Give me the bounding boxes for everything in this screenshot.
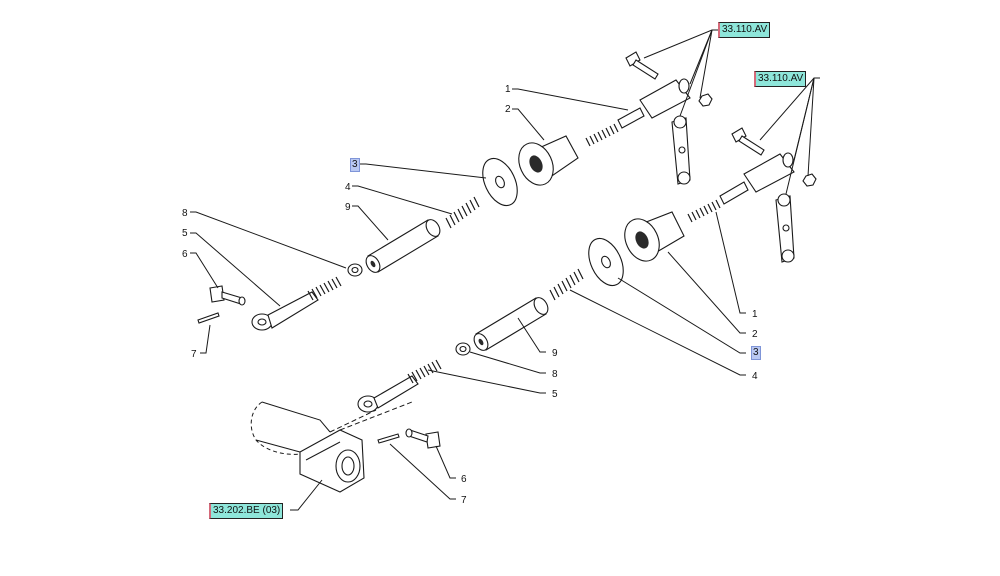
callout-upper-1: 1: [505, 84, 511, 95]
lower-spring: [549, 268, 584, 301]
reference-link-right[interactable]: 33.110.AV: [754, 71, 807, 87]
lower-assembly: [250, 127, 817, 493]
lower-eye-bolt: [357, 359, 442, 413]
callout-labels: 1 2 4 9 8 5 6 7 1 2 4 9 8 5 6 7: [182, 84, 758, 506]
upper-bushing: [518, 135, 579, 186]
upper-sleeve: [365, 219, 441, 273]
callout-upper-5: 5: [182, 228, 188, 239]
reference-link-top[interactable]: 33.110.AV: [718, 22, 771, 38]
upper-clevis-bolt: [625, 51, 713, 107]
upper-washer: [482, 157, 518, 207]
callout-lower-6: 6: [461, 474, 467, 485]
callout-lower-1: 1: [752, 309, 758, 320]
lower-threaded-rod: [687, 152, 795, 223]
callout-upper-8: 8: [182, 208, 188, 219]
callout-upper-4: 4: [345, 182, 351, 193]
leader-lines: [190, 29, 820, 511]
callout-upper-3[interactable]: 3: [350, 158, 360, 172]
lower-link-arm: [775, 193, 795, 263]
callout-upper-6: 6: [182, 249, 188, 260]
callout-upper-7: 7: [191, 349, 197, 360]
reference-link-bottom[interactable]: 33.202.BE (03): [209, 503, 284, 519]
callout-lower-7: 7: [461, 495, 467, 506]
upper-split-pin: [197, 312, 220, 324]
mounting-bracket: [250, 401, 413, 493]
upper-threaded-rod: [585, 78, 691, 147]
callout-lower-4: 4: [752, 371, 758, 382]
lower-nut: [455, 342, 471, 356]
lower-washer: [588, 237, 624, 287]
upper-eye-bolt: [251, 276, 342, 331]
callout-lower-8: 8: [552, 369, 558, 380]
callout-lower-9: 9: [552, 348, 558, 359]
callout-upper-2: 2: [505, 104, 511, 115]
upper-assembly: [197, 51, 713, 331]
callout-lower-2: 2: [752, 329, 758, 340]
upper-link-arm: [671, 115, 691, 185]
lower-sleeve: [473, 297, 549, 351]
callout-lower-5: 5: [552, 389, 558, 400]
callout-lower-3[interactable]: 3: [751, 346, 761, 360]
upper-spring: [445, 196, 480, 229]
lower-bushing: [624, 211, 685, 262]
upper-pin: [209, 285, 246, 306]
lower-pin: [405, 428, 441, 449]
callout-upper-9: 9: [345, 202, 351, 213]
lower-clevis-bolt: [731, 127, 817, 187]
lower-split-pin: [377, 433, 400, 444]
upper-nut: [347, 263, 363, 277]
